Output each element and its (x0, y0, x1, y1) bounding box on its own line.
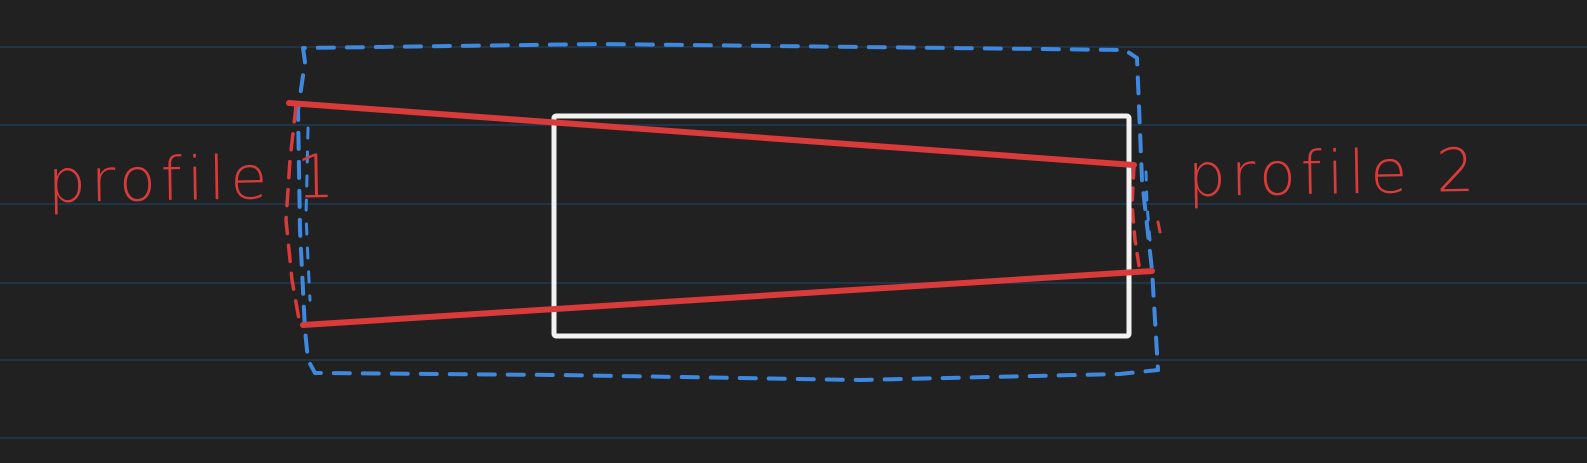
red-dashed-end-cap-left (284, 104, 302, 327)
blue-dashed-outline (296, 42, 1160, 382)
red-dashed-end-cap-right (1130, 164, 1142, 274)
profile-2-label: profile 2 (1187, 136, 1480, 211)
white-box (551, 113, 1132, 339)
profile-top-line (286, 100, 1137, 168)
blue-inner-strokes-left (304, 126, 312, 302)
red-tick-right (1156, 220, 1162, 234)
ruled-lines (0, 46, 1587, 439)
profile-bottom-line (300, 268, 1155, 328)
profile-1-label: profile 1 (47, 142, 340, 217)
